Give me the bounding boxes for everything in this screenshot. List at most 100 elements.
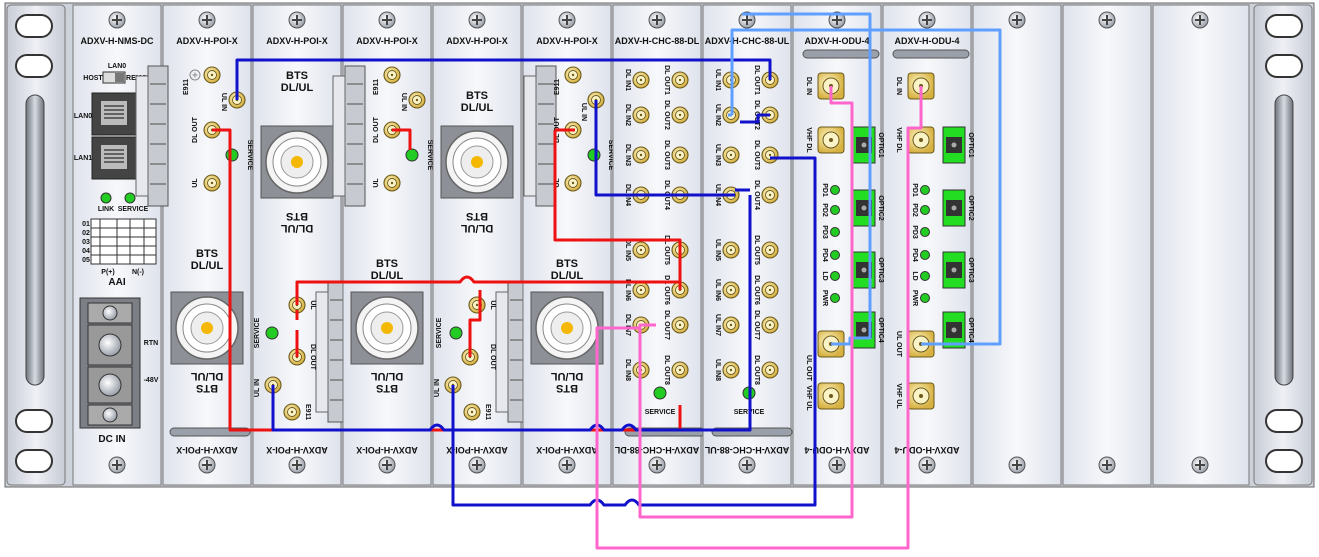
e911-port[interactable] bbox=[564, 66, 582, 84]
bts-connector[interactable] bbox=[170, 291, 244, 365]
poi-card-5: ADXV-H-POI-X E911 UL IN DL OUT SERVICE U… bbox=[522, 4, 614, 486]
led-label-ld: LD bbox=[821, 271, 828, 280]
dl-out-label: DL OUT bbox=[192, 116, 199, 143]
chc-ul-out-port-8[interactable] bbox=[761, 361, 779, 379]
ul-in-label: UL IN bbox=[580, 103, 587, 121]
e911-port[interactable] bbox=[463, 403, 481, 421]
cables bbox=[212, 12, 1002, 550]
bts-label-flipped: BTS bbox=[556, 382, 578, 394]
odu-1-title: ADXV-H-ODU-4 bbox=[804, 36, 869, 46]
bts-connector[interactable] bbox=[260, 125, 334, 199]
ul-label: UL bbox=[192, 178, 199, 188]
chc-ul-out-port-4[interactable] bbox=[761, 186, 779, 204]
chc-dl-in-port-5[interactable] bbox=[632, 241, 650, 259]
chc-dl-in-label-2: DL IN2 bbox=[624, 104, 631, 126]
chc-ul-in-port-3[interactable] bbox=[722, 146, 740, 164]
chc-ul-in-label-8: UL IN8 bbox=[714, 359, 721, 381]
chc-ul-in-port-5[interactable] bbox=[722, 241, 740, 259]
dl-ul-label-flipped: DL/UL bbox=[461, 222, 494, 234]
dc-terminal-block[interactable] bbox=[79, 297, 141, 429]
poi-card-4: ADXV-H-POI-X BTS DL/UL BTS DL/UL UL SERV… bbox=[432, 4, 529, 486]
chc-dl-in-label-3: DL IN3 bbox=[624, 144, 631, 166]
vhf-ul-label: VHF UL bbox=[805, 385, 812, 411]
chc-dl-in-port-3[interactable] bbox=[632, 146, 650, 164]
vhf-ul-port[interactable] bbox=[907, 382, 935, 410]
optic-label-1: OPTIC1 bbox=[967, 132, 974, 157]
chc-ul-in-label-2: UL IN2 bbox=[714, 104, 721, 126]
p-plus-label: P(+) bbox=[101, 269, 114, 276]
chc-dl-in-port-1[interactable] bbox=[632, 71, 650, 89]
service-led bbox=[405, 148, 419, 162]
left-mount-hole bbox=[15, 54, 53, 78]
chc-ul-in-port-8[interactable] bbox=[722, 361, 740, 379]
bts-connector[interactable] bbox=[440, 125, 514, 199]
led-label-pd1: PD1 bbox=[911, 183, 918, 197]
e911-label: E911 bbox=[183, 79, 190, 95]
odu-card-2: ADXV-H-ODU-4 DL IN VHF DL UL OUT VHF UL … bbox=[882, 4, 972, 486]
link-led bbox=[100, 192, 112, 204]
chc-ul-out-port-5[interactable] bbox=[761, 241, 779, 259]
chc-dl-out-port-7[interactable] bbox=[671, 316, 689, 334]
chc-ul-in-label-3: UL IN3 bbox=[714, 144, 721, 166]
ul-port[interactable] bbox=[203, 174, 221, 192]
bts-label-flipped: BTS bbox=[196, 382, 218, 394]
e911-port[interactable] bbox=[203, 66, 221, 84]
chc-ul-in-port-7[interactable] bbox=[722, 316, 740, 334]
ul-port[interactable] bbox=[383, 174, 401, 192]
dl-ul-label-flipped: DL/UL bbox=[281, 222, 314, 234]
chc-dl-out-port-3[interactable] bbox=[671, 146, 689, 164]
bts-connector[interactable] bbox=[350, 291, 424, 365]
nms-title: ADXV-H-NMS-DC bbox=[81, 36, 154, 46]
led-label-pwr: PWR bbox=[911, 290, 918, 306]
chc-ul-out-port-6[interactable] bbox=[761, 281, 779, 299]
chc-ul-out-port-7[interactable] bbox=[761, 316, 779, 334]
odu-2-bottom-title: ADXV-H-ODU-4 bbox=[894, 445, 959, 455]
optic-label-4: OPTIC4 bbox=[877, 317, 884, 342]
led-label-pd2: PD2 bbox=[911, 203, 918, 217]
chc-ul-in-label-7: UL IN7 bbox=[714, 314, 721, 336]
bts-label: BTS bbox=[466, 90, 488, 102]
left-handle[interactable] bbox=[25, 94, 45, 386]
service-label: SERVICE bbox=[436, 317, 443, 348]
e911-label: E911 bbox=[484, 404, 491, 420]
dl-out-label: DL OUT bbox=[489, 344, 496, 371]
chc-dl-out-port-1[interactable] bbox=[671, 71, 689, 89]
chc-dl-out-port-8[interactable] bbox=[671, 361, 689, 379]
vhf-dl-port[interactable] bbox=[817, 126, 845, 154]
dl-ul-label-flipped: DL/UL bbox=[371, 370, 404, 382]
aai-terminal[interactable] bbox=[90, 218, 157, 265]
optic-label-1: OPTIC1 bbox=[877, 132, 884, 157]
vhf-dl-port[interactable] bbox=[907, 126, 935, 154]
chc-dl-out-label-6: DL OUT6 bbox=[663, 275, 670, 305]
ul-in-port[interactable] bbox=[408, 91, 426, 109]
ul-port[interactable] bbox=[468, 296, 486, 314]
host-label: HOST bbox=[83, 75, 103, 82]
aai-label: AAI bbox=[108, 277, 125, 288]
status-led-pd3 bbox=[830, 227, 840, 237]
vhf-ul-port[interactable] bbox=[817, 382, 845, 410]
service-label: SERVICE bbox=[607, 140, 614, 171]
chc-ul-out-label-1: DL OUT1 bbox=[753, 65, 760, 95]
chc-dl-out-port-2[interactable] bbox=[671, 106, 689, 124]
chc-dl-in-label-5: DL IN5 bbox=[624, 239, 631, 261]
right-handle[interactable] bbox=[1274, 94, 1294, 386]
e911-port[interactable] bbox=[383, 66, 401, 84]
service-led bbox=[265, 326, 279, 340]
chc-ul-in-port-6[interactable] bbox=[722, 281, 740, 299]
chc-dl-in-port-6[interactable] bbox=[632, 281, 650, 299]
host-remote-switch[interactable] bbox=[102, 71, 126, 84]
aai-row-02: 02 bbox=[82, 230, 90, 237]
e911-port[interactable] bbox=[283, 403, 301, 421]
n-minus-label: N(-) bbox=[132, 269, 144, 276]
aai-row-01: 01 bbox=[82, 221, 90, 228]
chc-dl-in-label-1: DL IN1 bbox=[624, 69, 631, 91]
chc-dl-in-port-2[interactable] bbox=[632, 106, 650, 124]
chc-ul-out-port-3[interactable] bbox=[761, 146, 779, 164]
left-mount-hole bbox=[15, 449, 53, 473]
ul-port[interactable] bbox=[564, 174, 582, 192]
bts-label: BTS bbox=[556, 258, 578, 270]
bts-label: BTS bbox=[196, 248, 218, 260]
bts-connector[interactable] bbox=[530, 291, 604, 365]
poi-2-bottom-title: ADXV-H-POI-X bbox=[266, 445, 328, 455]
service-led bbox=[449, 326, 463, 340]
